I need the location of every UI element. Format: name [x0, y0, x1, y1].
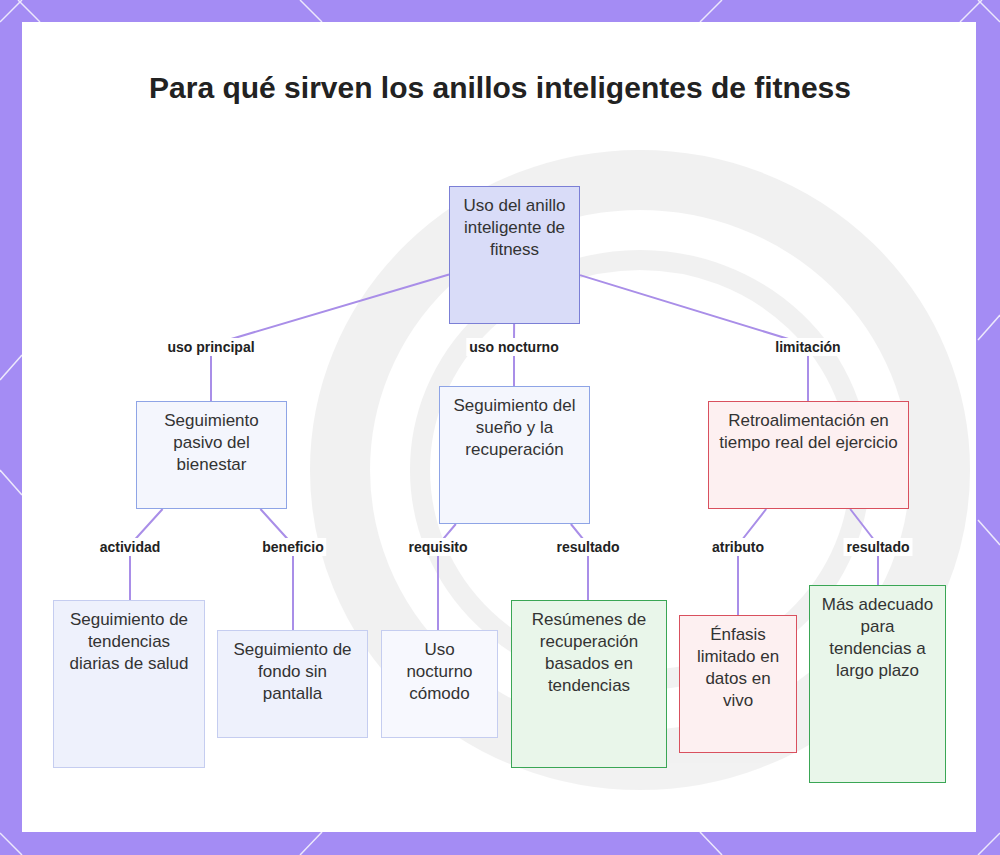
node-text: Seguimiento de tendencias diarias de sal… [62, 609, 196, 675]
edge-label: actividad [97, 538, 164, 556]
root-box: Uso del anillo inteligente de fitness [449, 186, 580, 324]
node-text: Seguimiento del sueño y la recuperación [448, 395, 581, 461]
node-text: Seguimiento pasivo del bienestar [145, 410, 278, 476]
edge-label: atributo [709, 538, 767, 556]
result-box: Resúmenes de recuperación basados en ten… [511, 600, 667, 768]
node-text: Uso nocturno cómodo [390, 639, 489, 705]
detail-box: Seguimiento de fondo sin pantalla [217, 630, 368, 738]
edge-label: resultado [553, 538, 622, 556]
title-text: Para qué sirven los anillos inteligentes… [149, 71, 851, 104]
connector-line [738, 509, 766, 615]
node-text: Más adecuado para tendencias a largo pla… [818, 594, 937, 682]
edge-label: resultado [843, 538, 912, 556]
edge-label: requisito [405, 538, 470, 556]
connector-line [260, 509, 293, 630]
diagram-title: Para qué sirven los anillos inteligentes… [100, 68, 900, 108]
edge-label: uso nocturno [466, 338, 561, 356]
category-box: Seguimiento pasivo del bienestar [136, 401, 287, 509]
category-box: Seguimiento del sueño y la recuperación [439, 386, 590, 524]
node-text: Uso del anillo inteligente de fitness [458, 195, 571, 261]
node-text: Seguimiento de fondo sin pantalla [226, 639, 359, 705]
attribute-box: Énfasis limitado en datos en vivo [679, 615, 797, 753]
detail-box: Seguimiento de tendencias diarias de sal… [53, 600, 205, 768]
node-text: Resúmenes de recuperación basados en ten… [520, 609, 658, 697]
detail-box: Uso nocturno cómodo [381, 630, 498, 738]
result-box: Más adecuado para tendencias a largo pla… [809, 585, 946, 783]
edge-label: limitación [772, 338, 843, 356]
edge-label: uso principal [164, 338, 257, 356]
edge-label: beneficio [259, 538, 326, 556]
node-text: Énfasis limitado en datos en vivo [688, 624, 788, 712]
limitation-box: Retroalimentación en tiempo real del eje… [708, 401, 909, 509]
connector-line [571, 524, 588, 600]
node-text: Retroalimentación en tiempo real del eje… [717, 410, 900, 454]
